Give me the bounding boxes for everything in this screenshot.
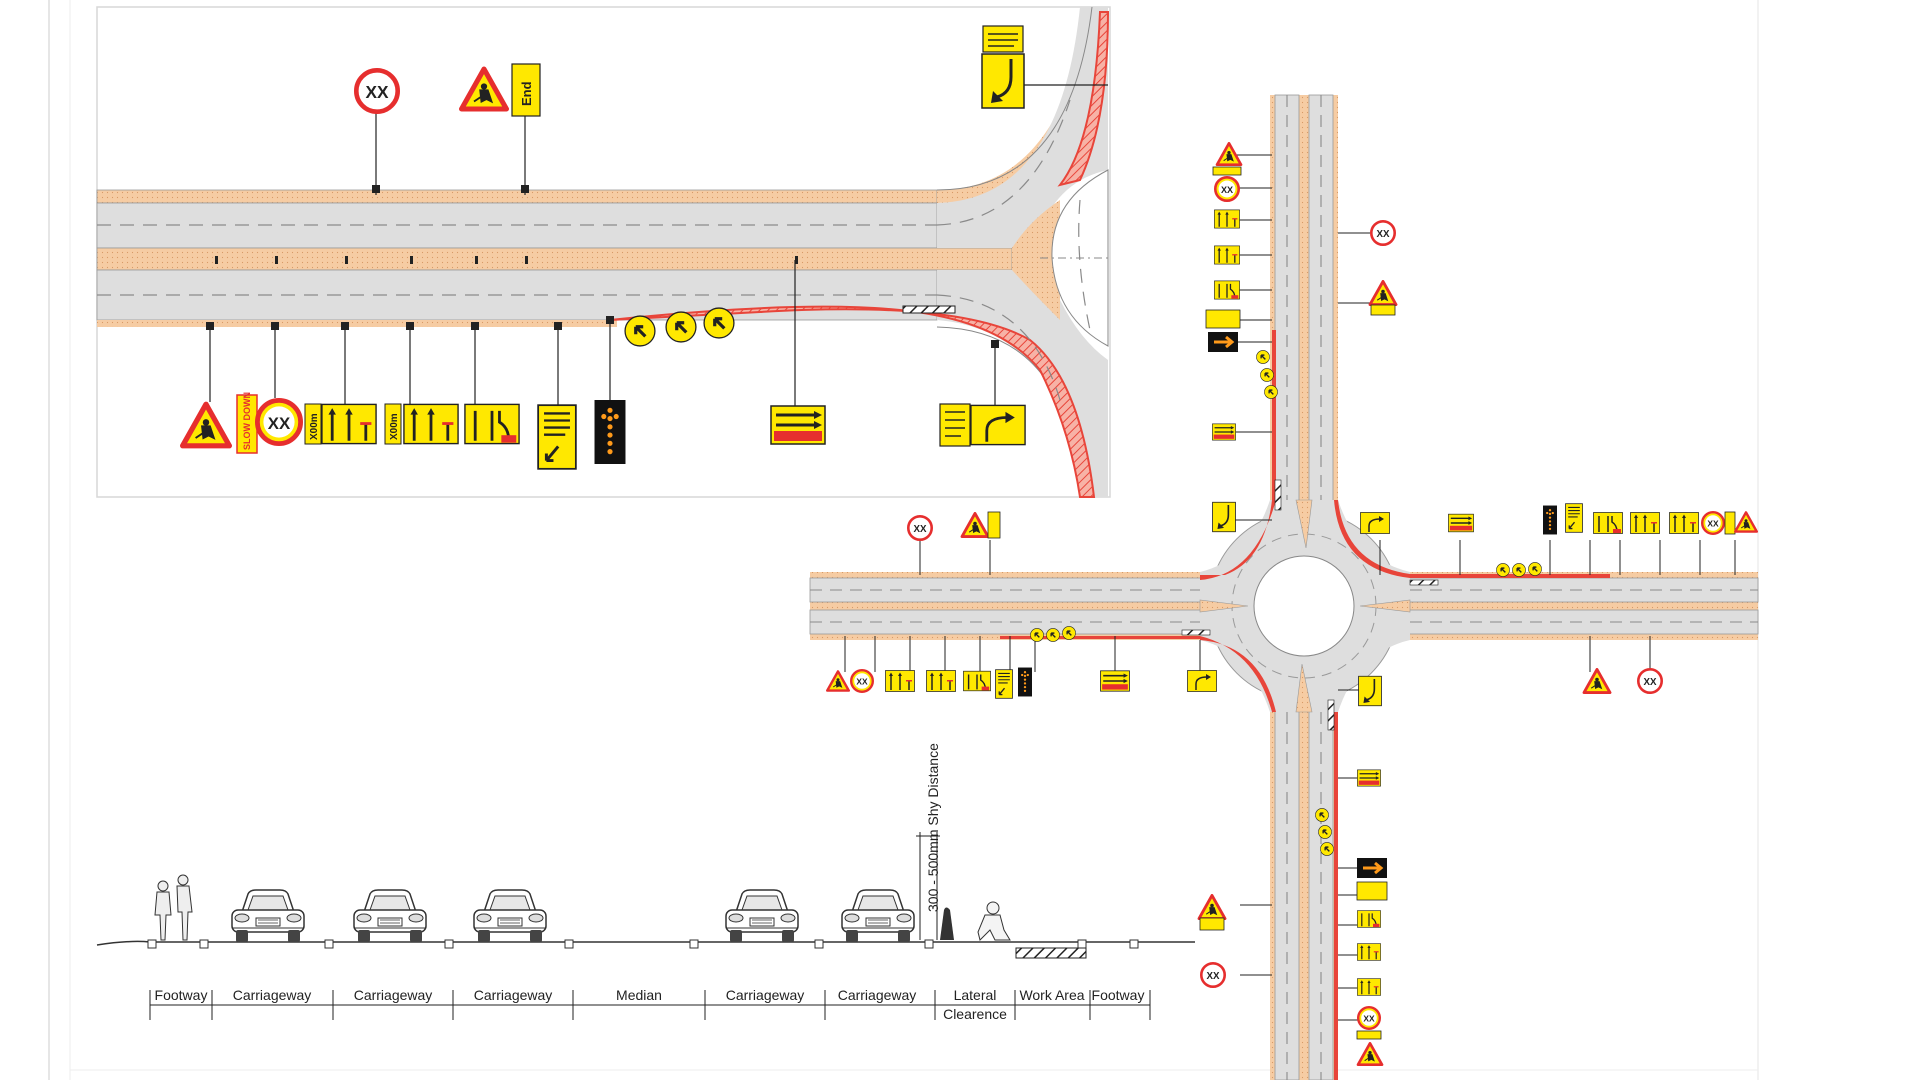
zone-label: Carriageway	[726, 987, 805, 1003]
worker-icon	[977, 901, 1011, 941]
keep-left-arrow-sign-icon	[665, 311, 697, 343]
merge-sign-icon	[1357, 909, 1381, 929]
pedestrian-icon	[154, 874, 193, 941]
zone-label: Work Area	[1019, 987, 1084, 1003]
merge-sign-icon	[464, 402, 520, 446]
slow-down-text: SLOW DOWN	[242, 392, 252, 450]
lane-closure-sign-icon	[1212, 422, 1236, 442]
distance-plate	[304, 403, 322, 445]
keep-left-arrow-sign-icon	[1264, 385, 1278, 399]
inset-approach-plan: End SLOW DOWN X00m X00m	[96, 6, 1111, 498]
info-plate	[982, 25, 1024, 53]
speed-limit-sign-icon	[356, 70, 397, 111]
car-icon	[353, 889, 427, 943]
lane-closure-sign-icon	[1214, 208, 1240, 230]
speed-limit-sign-icon	[907, 515, 933, 541]
info-sign-icon	[536, 404, 578, 470]
turn-arrow-sign-icon	[981, 53, 1025, 109]
end-plate-text: End	[519, 81, 534, 106]
work-ahead-sign-icon	[1356, 1042, 1384, 1066]
lane-closure-sign-icon	[1357, 768, 1381, 788]
end-plate	[511, 63, 541, 117]
speed-limit-sign-icon	[1200, 962, 1226, 988]
arrow-board-icon	[594, 400, 626, 464]
lane-closure-sign-icon	[1100, 670, 1130, 692]
speed-limit-sign-icon	[1214, 176, 1240, 202]
turn-arrow-sign-icon	[1212, 501, 1236, 533]
arrow-board-icon	[1018, 667, 1032, 697]
work-ahead-sign-icon	[960, 512, 990, 538]
speed-limit-sign-icon	[1357, 1006, 1381, 1030]
zone-label: Carriageway	[474, 987, 553, 1003]
keep-left-arrow-sign-icon	[1320, 842, 1334, 856]
car-icon	[473, 889, 547, 943]
work-ahead-sign-icon	[1368, 280, 1398, 306]
arrow-board-icon	[1357, 858, 1387, 878]
lane-closure-sign-icon	[925, 670, 957, 692]
turn-arrow-sign-icon	[1358, 675, 1382, 707]
info-plate	[939, 403, 971, 447]
lane-closure-sign-icon	[1357, 942, 1381, 962]
work-ahead-sign-icon	[1734, 511, 1758, 533]
shy-distance-label: 300 - 500mm Shy Distance	[925, 743, 941, 912]
turn-arrow-sign-icon	[1186, 670, 1218, 692]
work-ahead-sign-icon	[826, 670, 850, 692]
info-sign-icon	[995, 668, 1013, 700]
keep-left-arrow-sign-icon	[624, 315, 656, 347]
lane-closure-sign-icon	[770, 404, 826, 446]
car-icon	[725, 889, 799, 943]
work-ahead-sign-icon	[1197, 894, 1227, 920]
lane-closure-sign-icon	[403, 402, 459, 446]
zone-label: Carriageway	[354, 987, 433, 1003]
keep-left-arrow-sign-icon	[1046, 628, 1060, 642]
distance-plate-text: X00m	[389, 413, 400, 440]
roundabout-plan	[809, 94, 1759, 1080]
keep-left-arrow-sign-icon	[1260, 368, 1274, 382]
lane-closure-sign-icon	[1448, 513, 1474, 533]
keep-left-arrow-sign-icon	[1030, 628, 1044, 642]
keep-left-arrow-sign-icon	[1512, 563, 1526, 577]
merge-sign-icon	[1214, 279, 1240, 301]
zone-label: Carriageway	[233, 987, 312, 1003]
zone-label: Footway	[1092, 987, 1145, 1003]
arrow-board-icon	[1208, 332, 1238, 352]
speed-limit-sign-icon	[1637, 668, 1663, 694]
work-ahead-sign-icon	[1215, 142, 1243, 166]
cross-section: 300 - 500mm Shy Distance Footway Carriag…	[96, 743, 1195, 1022]
zone-label: Footway	[155, 987, 208, 1003]
keep-left-arrow-sign-icon	[1062, 626, 1076, 640]
turn-arrow-sign-icon	[970, 404, 1026, 446]
speed-limit-sign-icon	[850, 669, 874, 693]
lane-closure-sign-icon	[321, 402, 377, 446]
work-ahead-sign-icon	[1582, 668, 1612, 694]
info-sign-icon	[1565, 502, 1583, 534]
speed-limit-sign-icon	[1370, 220, 1396, 246]
merge-sign-icon	[1593, 512, 1623, 534]
speed-limit-sign-icon	[257, 400, 300, 443]
keep-left-arrow-sign-icon	[1496, 563, 1510, 577]
keep-left-arrow-sign-icon	[703, 307, 735, 339]
speed-limit-sign-icon	[1701, 511, 1725, 535]
zone-label: Carriageway	[838, 987, 917, 1003]
lane-closure-sign-icon	[884, 670, 916, 692]
zone-label: Median	[616, 987, 662, 1003]
lane-closure-sign-icon	[1214, 244, 1240, 266]
turn-arrow-sign-icon	[1359, 512, 1391, 534]
car-icon	[841, 889, 915, 943]
lane-closure-sign-icon	[1629, 512, 1661, 534]
keep-left-arrow-sign-icon	[1256, 350, 1270, 364]
distance-plate-text: X00m	[309, 413, 320, 440]
merge-sign-icon	[963, 670, 991, 692]
lane-closure-sign-icon	[1668, 512, 1700, 534]
distance-plate	[384, 403, 402, 445]
keep-left-arrow-sign-icon	[1528, 562, 1542, 576]
keep-left-arrow-sign-icon	[1315, 808, 1329, 822]
arrow-board-icon	[1543, 505, 1557, 535]
keep-left-arrow-sign-icon	[1318, 825, 1332, 839]
car-icon	[231, 889, 305, 943]
lane-closure-sign-icon	[1357, 977, 1381, 997]
